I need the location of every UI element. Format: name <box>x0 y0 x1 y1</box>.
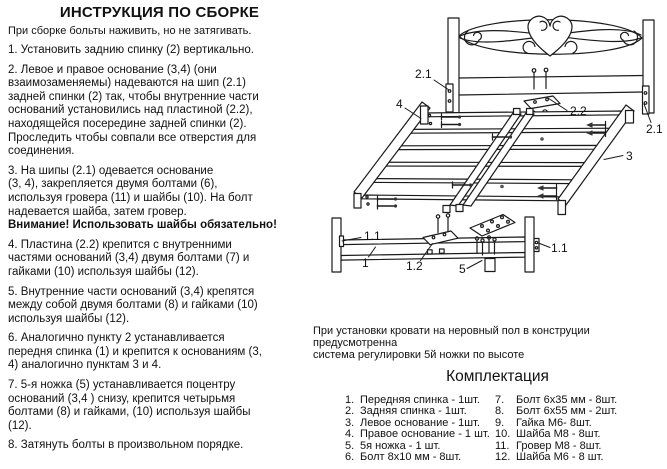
heart-ornament <box>527 15 573 57</box>
kit-item-number: 9. <box>495 416 505 429</box>
assembly-warning-subtitle: При сборке больты наживить, но не затяги… <box>8 25 252 37</box>
kit-item: 2. Задняя спинка - 1шт. <box>345 405 495 418</box>
label-leader-lines <box>341 79 652 269</box>
bed-assembly-diagram: 2.1 4 2.2 2.1 3 1.1 1 1.2 5 1.1 <box>331 15 663 276</box>
step-3-text: 3. На шипы (2.1) одевается основание (3,… <box>8 164 253 218</box>
step-5: 5. Внутренние части оснований (3,4) креп… <box>8 285 258 325</box>
kit-item-number: 5. <box>345 439 355 452</box>
front-plate-1-2 <box>422 230 459 246</box>
kit-item: 9. Гайка М6- 8шт. <box>495 416 665 429</box>
step-4: 4. Пластина (2.2) крепится с внутренними… <box>8 238 250 278</box>
kit-item: 12. Шайба М6 - 8 шт. <box>495 451 665 464</box>
center-plate-2-2 <box>523 95 561 110</box>
kit-item-text: Гайка М6- 8шт. <box>516 416 592 429</box>
kit-item-text: Шайба М8 - 8шт. <box>516 428 601 441</box>
kit-item-text: Шайба М6 - 8 шт. <box>516 451 604 464</box>
label-back-tenon-left: 2.1 <box>415 67 432 81</box>
step-3: 3. На шипы (2.1) одевается основание (3,… <box>8 165 311 233</box>
kit-title: Комплектация <box>446 368 549 385</box>
kit-item-number: 4. <box>345 428 355 441</box>
bolts-left <box>376 113 513 210</box>
kit-item: 11. Гровер М8 - 8шт. <box>495 439 665 452</box>
kit-item: 8. Болт 6х55 мм - 2шт. <box>495 405 665 418</box>
bolts-right <box>537 120 607 201</box>
kit-item: 1. Передняя спинка - 1шт. <box>345 394 495 406</box>
label-right-base: 3 <box>626 149 633 163</box>
kit-item: 6. Болт 8х10 мм - 8шт. <box>345 451 495 464</box>
kit-item-text: Болт 6х55 мм - 2шт. <box>516 405 618 418</box>
footboard-drawing <box>331 213 540 273</box>
kit-item-number: 11. <box>495 439 510 452</box>
kit-item-number: 2. <box>345 405 355 418</box>
kit-item-text: 5я ножка - 1 шт. <box>360 439 441 452</box>
step-3-warning: Внимание! Использовать шайбы обязательно… <box>8 219 277 232</box>
kit-column-left: 1. Передняя спинка - 1шт. 2. Задняя спинка… <box>345 394 495 464</box>
base-frame-drawing <box>353 101 635 216</box>
step-6: 6. Аналогично пункту 2 устанавливается п… <box>8 332 262 372</box>
kit-item-text: Передняя спинка - 1шт. <box>360 394 480 406</box>
kit-item: 4. Правое основание - 1 шт. <box>345 428 495 441</box>
kit-item-text: Правое основание - 1 шт. <box>360 428 490 441</box>
parts-section: Комплектация 1. Передняя спинка - 1шт. 2.… <box>330 368 665 463</box>
kit-item-number: 1. <box>345 394 355 406</box>
label-front-panel: 1 <box>362 256 369 270</box>
fifth-leg <box>484 257 496 273</box>
kit-item: 7. Болт 6х35 мм - 8шт. <box>495 394 665 406</box>
label-fifth-leg: 5 <box>459 262 466 276</box>
kit-item-text: Болт 6х35 мм - 8шт. <box>516 394 618 406</box>
step-2: 2. Левое и правое основание (3,4) (они в… <box>8 63 259 158</box>
page-title: ИНСТРУКЦИЯ ПО СБОРКЕ <box>59 4 260 21</box>
label-center-plate: 2.2 <box>570 104 587 118</box>
right-base-rail <box>557 104 635 206</box>
instructions-section: ИНСТРУКЦИЯ ПО СБОРКЕ При сборке больты н… <box>8 4 311 459</box>
kit-columns: 1. Передняя спинка - 1шт. 2. Задняя спинка… <box>330 394 665 464</box>
kit-item-text: Гровер М8 - 8шт. <box>516 439 602 452</box>
kit-item-number: 7. <box>495 394 505 406</box>
step-8: 8. Затянуть болты в произвольном порядке… <box>8 439 244 452</box>
fifth-leg-plate <box>469 213 516 237</box>
label-left-base: 4 <box>396 97 403 111</box>
kit-item-text: Левое основание - 1шт. <box>360 416 480 429</box>
kit-column-right: 7. Болт 6х35 мм - 8шт. 8. Болт 6х55 мм - 2… <box>495 394 665 464</box>
label-front-plate: 1.2 <box>406 259 423 273</box>
kit-item: 10. Шайба М8 - 8шт. <box>495 428 665 441</box>
headboard-drawing <box>445 15 655 116</box>
kit-item-number: 3. <box>345 416 355 429</box>
label-front-tenon-right: 1.1 <box>551 241 568 255</box>
label-front-tenon-left: 1.1 <box>364 229 381 243</box>
label-back-tenon-right: 2.1 <box>646 122 663 136</box>
kit-item-text: Болт 8х10 мм - 8шт. <box>360 451 462 464</box>
kit-item-number: 10. <box>495 428 511 441</box>
kit-item: 3. Левое основание - 1шт. <box>345 416 495 429</box>
kit-item-number: 6. <box>345 451 355 464</box>
leveling-note: При установки кровати на неровный пол в … <box>313 325 590 361</box>
kit-item: 5. 5я ножка - 1 шт. <box>345 439 495 452</box>
diagram-labels: 2.1 4 2.2 2.1 3 1.1 1 1.2 5 1.1 <box>362 67 663 276</box>
step-7: 7. 5-я ножка (5) устанавливается поцентр… <box>8 379 251 432</box>
step-1: 1. Установить заднию спинку (2) вертикал… <box>8 44 254 56</box>
kit-item-number: 8. <box>495 405 505 418</box>
kit-item-number: 12. <box>495 451 511 464</box>
kit-item-text: Задняя спинка - 1шт. <box>360 405 467 418</box>
